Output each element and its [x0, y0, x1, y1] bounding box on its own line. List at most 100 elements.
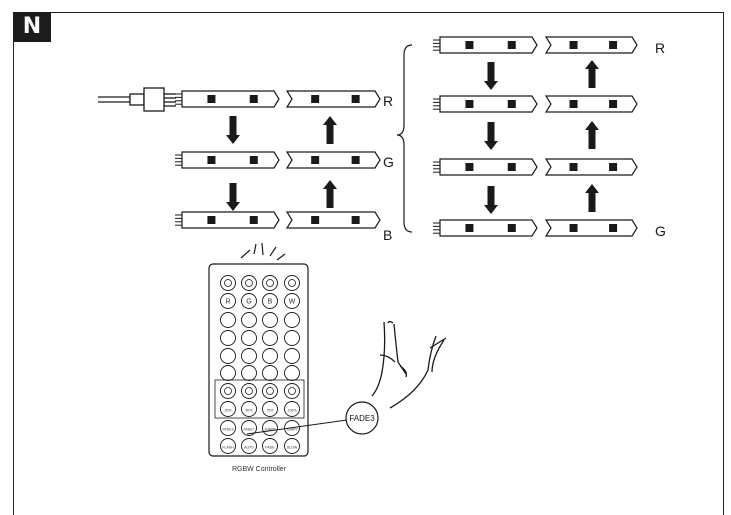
svg-text:G: G [246, 299, 251, 306]
svg-text:R: R [225, 299, 230, 306]
blank-key[interactable] [262, 330, 278, 346]
blank-key[interactable] [220, 312, 236, 328]
blank-key[interactable] [220, 330, 236, 346]
led-strip-segment [433, 219, 538, 237]
arrow-up-icon [585, 184, 599, 212]
color-key-g[interactable]: G [241, 293, 257, 309]
svg-text:FADE3: FADE3 [222, 428, 233, 432]
blank-key[interactable] [262, 312, 278, 328]
led-strip-segment [544, 219, 638, 237]
color-key-w[interactable]: W [284, 293, 300, 309]
frame-top-border [13, 12, 724, 13]
led-strip-segment [433, 158, 538, 176]
speed-key[interactable]: 25% [220, 401, 236, 417]
led-chip [207, 95, 216, 103]
speed-key[interactable]: 50% [241, 401, 257, 417]
arrow-up-icon [323, 180, 337, 208]
led-strip-segment [285, 151, 381, 169]
arrow-down-icon [226, 183, 240, 211]
arrow-up-icon [323, 116, 337, 144]
power-on-icon[interactable] [284, 275, 300, 291]
mode-key[interactable]: JUMP3 [262, 420, 278, 436]
left-row-label-r: R [383, 93, 393, 109]
arrow-down-icon [484, 62, 498, 90]
svg-text:25%: 25% [224, 409, 231, 413]
speed-key[interactable]: 75% [262, 401, 278, 417]
brightness-up-icon[interactable] [220, 383, 236, 399]
frame-left-border [13, 12, 14, 515]
right-row-label-g: G [655, 223, 666, 239]
blank-key[interactable] [241, 312, 257, 328]
mode-key[interactable]: FLASH [220, 438, 236, 454]
led-strip-segment [175, 211, 280, 229]
blank-key[interactable] [241, 365, 257, 381]
mode-key[interactable]: AUTO [241, 438, 257, 454]
right-strip-group [433, 36, 638, 237]
led-chip [311, 216, 320, 224]
step-badge: N [13, 12, 51, 42]
led-chip [569, 163, 578, 171]
led-strip-segment [285, 90, 381, 108]
blank-key[interactable] [241, 348, 257, 364]
led-chip [507, 163, 516, 171]
right-group-brace [396, 44, 413, 233]
brightness-down-icon[interactable] [241, 383, 257, 399]
power-on-icon[interactable] [284, 383, 300, 399]
left-row-label-b: B [383, 227, 392, 243]
svg-text:JUMP3: JUMP3 [264, 428, 276, 432]
left-row-label-g: G [383, 154, 394, 170]
fade3-callout: FADE3 [246, 401, 379, 435]
blank-key[interactable] [241, 330, 257, 346]
remote-signal-icon [240, 242, 286, 261]
svg-text:JUMP7: JUMP7 [286, 428, 298, 432]
arrow-down-icon [226, 116, 240, 144]
color-key-r[interactable]: R [220, 293, 236, 309]
remote-section-divider [214, 379, 305, 419]
blank-key[interactable] [284, 365, 300, 381]
led-chip [207, 156, 216, 164]
speed-key[interactable]: 100% [284, 401, 300, 417]
mode-key[interactable]: FADE3 [220, 420, 236, 436]
blank-key[interactable] [284, 348, 300, 364]
led-chip [569, 224, 578, 232]
svg-text:75%: 75% [266, 409, 273, 413]
led-chip [507, 224, 516, 232]
svg-text:W: W [289, 299, 296, 306]
remote-button-grid: R G B W 25% 50% 75% 100% FADE3 FADE7 JUMP3 JUMP7FLA… [220, 275, 300, 454]
mode-key[interactable]: FADE7 [241, 420, 257, 436]
mode-key[interactable]: FADE [262, 438, 278, 454]
remote-control: R G B W 25% 50% 75% 100% FADE3 FADE7 JUMP3 JUMP7FLA… [208, 263, 309, 473]
led-strip-segment [544, 158, 638, 176]
svg-text:FADE: FADE [265, 446, 275, 450]
blank-key[interactable] [284, 330, 300, 346]
led-chip [609, 224, 618, 232]
power-off-icon[interactable] [262, 383, 278, 399]
blank-key[interactable] [262, 348, 278, 364]
brightness-up-icon[interactable] [220, 275, 236, 291]
arrow-down-icon [484, 122, 498, 150]
led-chip [465, 163, 474, 171]
blank-key[interactable] [284, 312, 300, 328]
led-chip [569, 100, 578, 108]
led-chip [465, 100, 474, 108]
remote-caption: RGBW Controller [232, 466, 287, 473]
arrow-up-icon [585, 60, 599, 88]
power-off-icon[interactable] [262, 275, 278, 291]
led-strip-segment [175, 90, 280, 108]
led-chip [609, 41, 618, 49]
blank-key[interactable] [220, 348, 236, 364]
led-chip [569, 41, 578, 49]
led-chip [311, 95, 320, 103]
blank-key[interactable] [220, 365, 236, 381]
blank-key[interactable] [262, 365, 278, 381]
color-key-b[interactable]: B [262, 293, 278, 309]
led-strip-segment [433, 95, 538, 113]
led-chip [249, 95, 258, 103]
mode-key[interactable]: SLOW [284, 438, 300, 454]
power-plug-icon [98, 87, 176, 112]
led-chip [465, 41, 474, 49]
brightness-down-icon[interactable] [241, 275, 257, 291]
svg-text:FADE7: FADE7 [243, 428, 254, 432]
